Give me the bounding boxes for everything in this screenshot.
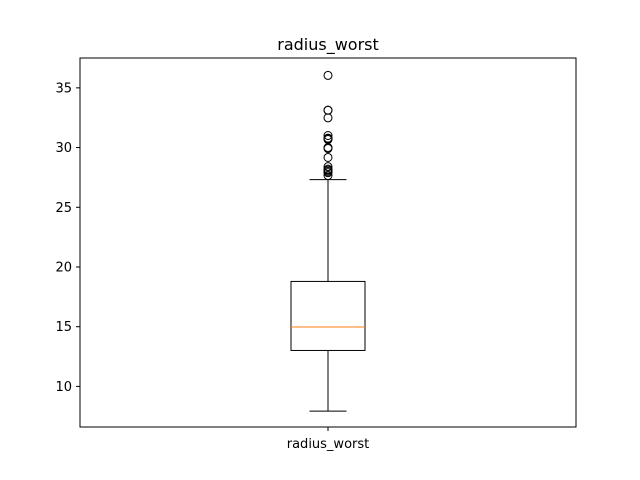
outlier-point [323,113,333,123]
outlier-point [323,131,333,141]
outlier-point [323,171,333,181]
y-tick-label: 30 [55,141,72,156]
outlier-point [323,105,333,115]
y-axis: 10 15 20 25 30 35 [55,81,80,395]
x-axis: radius_worst [287,427,370,452]
y-tick-label: 10 [55,380,72,395]
box-plot [290,70,366,412]
outlier-point [323,70,333,80]
outlier-point [323,133,333,143]
y-tick-label: 35 [55,81,72,96]
y-tick-label: 20 [55,260,72,275]
y-tick-label: 15 [55,320,72,335]
x-tick-label: radius_worst [287,437,370,452]
outlier-point [323,162,333,172]
interquartile-box [290,280,366,351]
outlier-point [323,164,333,174]
chart-title: radius_worst [277,35,379,55]
y-tick-label: 25 [55,201,72,216]
outlier-point [323,152,333,162]
